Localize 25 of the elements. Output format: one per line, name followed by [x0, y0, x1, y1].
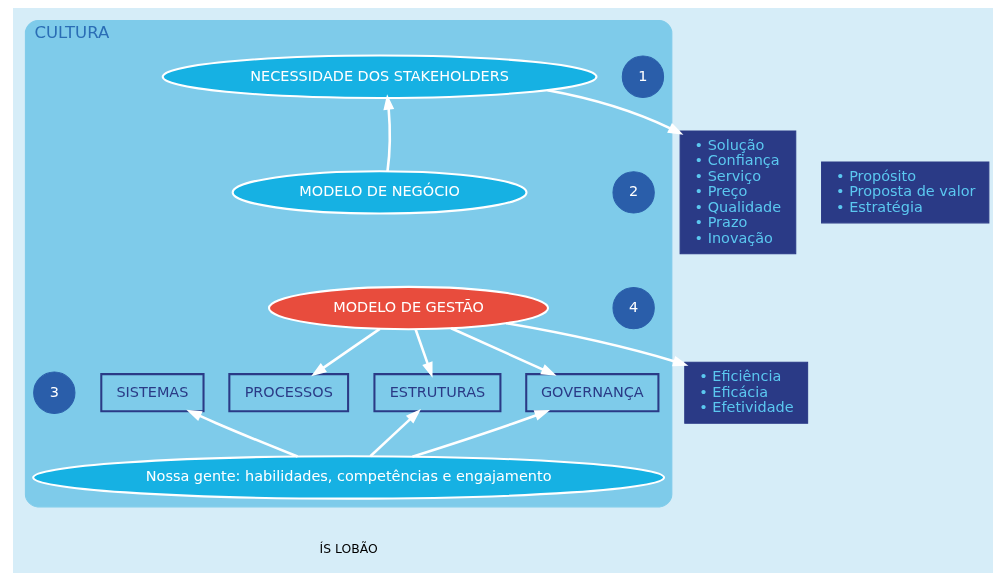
node-ellipse: Nossa gente: habilidades, competências e engajamento — [32, 455, 666, 500]
node-box: SISTEMAS — [100, 373, 205, 413]
arrow — [450, 327, 557, 376]
arrow — [186, 409, 298, 458]
arrow — [383, 94, 395, 172]
label: ÍS LOBÃO — [319, 541, 378, 557]
arrow — [414, 329, 433, 378]
arrow — [505, 321, 689, 367]
arrow — [412, 410, 551, 458]
node-ellipse: NECESSIDADE DOS STAKEHOLDERS — [161, 54, 598, 99]
node-circle: 1 — [621, 55, 665, 98]
arrow — [311, 327, 381, 377]
node-circle: 2 — [612, 171, 655, 214]
node-box: GOVERNANÇA — [525, 373, 660, 413]
node-box: ESTRUTURAS — [373, 373, 502, 413]
node-circle: 4 — [612, 286, 655, 330]
node-ellipse: MODELO DE GESTÃO — [267, 285, 550, 331]
node-circle: 3 — [33, 371, 76, 414]
node-box: • Propósito • Proposta de valor • Estratégia — [821, 161, 990, 224]
node-box: PROCESSOS — [228, 373, 350, 413]
arrow — [547, 88, 684, 135]
node-box: • Solução • Confiança • Serviço • Preço • Qualidade • Prazo • Inovação — [679, 130, 797, 255]
node-ellipse: MODELO DE NEGÓCIO — [231, 170, 528, 215]
arrow — [369, 409, 422, 458]
node-box: • Eficiência • Eficácia • Efetividade — [684, 361, 809, 424]
